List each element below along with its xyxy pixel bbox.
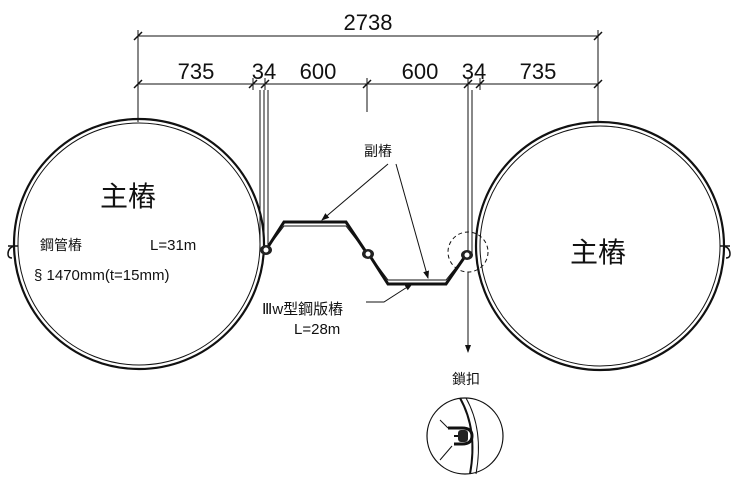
dimension-lines (133, 30, 603, 122)
sheet-pile-profile (264, 220, 468, 286)
dimension-left-gap: 34 (252, 59, 276, 84)
gap-guide-lines (259, 90, 473, 255)
sheet-pile-type-label: Ⅲw型鋼版樁 (262, 301, 343, 318)
left-pile-spec-name: 鋼管樁 (40, 237, 82, 254)
interlock-left (260, 245, 272, 255)
secondary-pile-leaders (321, 163, 429, 279)
dimension-right-pile: 735 (520, 59, 557, 84)
interlock-label: 鎖扣 (452, 372, 480, 388)
dimension-total: 2738 (344, 10, 393, 35)
dimension-right-sheet: 600 (402, 59, 439, 84)
dimension-left-sheet: 600 (300, 59, 337, 84)
dimension-right-gap: 34 (462, 59, 486, 84)
sheet-pile-leader (366, 283, 413, 303)
interlock-right (461, 250, 473, 260)
interlock-middle (362, 249, 374, 259)
dimension-left-pile: 735 (178, 59, 215, 84)
left-pile-spec-length: L=31m (150, 237, 196, 254)
right-main-pile (474, 120, 731, 372)
secondary-pile-label: 副樁 (364, 143, 392, 160)
left-pile-title: 主樁 (100, 180, 156, 213)
right-pile-title: 主樁 (570, 236, 626, 269)
interlock-detail (426, 397, 504, 475)
left-pile-spec-diameter: § 1470mm(t=15mm) (34, 267, 169, 284)
sheet-pile-length-label: L=28m (294, 321, 340, 338)
